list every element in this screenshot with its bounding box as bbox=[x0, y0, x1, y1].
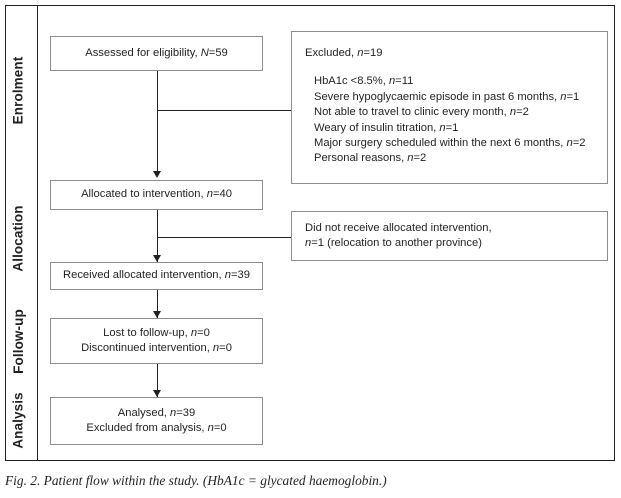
stage-label-followup: Follow-up bbox=[0, 302, 36, 380]
stage-label-divider bbox=[37, 6, 39, 460]
box-analysis-line-1: Analysed, n=39 bbox=[117, 406, 196, 419]
box-excluded-heading: Excluded, n=19 bbox=[292, 46, 382, 61]
box-assessed-for-eligibility: Assessed for eligibility, N=59 bbox=[50, 36, 263, 71]
connector-assessed-to-excluded bbox=[156, 110, 292, 112]
stage-label-followup-text: Follow-up bbox=[10, 308, 26, 374]
stage-label-analysis: Analysis bbox=[0, 380, 36, 460]
box-excluded-reason: Major surgery scheduled within the next … bbox=[314, 137, 586, 150]
connector-allocated-to-received bbox=[156, 210, 158, 262]
box-excluded-heading-prefix: Excluded, bbox=[305, 47, 358, 59]
box-assessed-line-1: Assessed for eligibility, N=59 bbox=[85, 46, 228, 61]
box-followup-line-2: Discontinued intervention, n=0 bbox=[81, 342, 232, 354]
box-excluded-reason: Weary of insulin titration, n=1 bbox=[314, 121, 459, 134]
arrowhead-analysis bbox=[152, 390, 161, 397]
box-excluded-heading-suffix: =19 bbox=[363, 47, 383, 59]
box-received-line-1: Received allocated intervention, n=39 bbox=[63, 269, 250, 282]
arrowhead-followup bbox=[152, 311, 161, 318]
arrowhead-allocated bbox=[152, 171, 161, 178]
box-excluded-heading-stat: n bbox=[357, 47, 364, 59]
box-assessed-suffix: =59 bbox=[208, 46, 228, 59]
stage-label-enrolment: Enrolment bbox=[0, 6, 36, 174]
stage-label-allocation: Allocation bbox=[0, 174, 36, 302]
box-analysis: Analysed, n=39 Excluded from analysis, n… bbox=[50, 397, 263, 445]
box-did-not-receive-intervention: Did not receive allocated intervention, … bbox=[291, 211, 608, 261]
box-allocated-to-intervention: Allocated to intervention, n=40 bbox=[50, 180, 263, 210]
box-assessed-stat: N bbox=[200, 46, 209, 59]
box-excluded-reason: HbA1c <8.5%, n=11 bbox=[314, 75, 414, 88]
box-analysis-line-2: Excluded from analysis, n=0 bbox=[86, 422, 227, 434]
box-received-allocated-intervention: Received allocated intervention, n=39 bbox=[50, 262, 263, 290]
box-did-not-receive-line-1: Did not receive allocated intervention, bbox=[305, 221, 492, 234]
box-assessed-prefix: Assessed for eligibility, bbox=[85, 46, 201, 59]
box-excluded-reason: Personal reasons, n=2 bbox=[314, 152, 427, 165]
arrowhead-received bbox=[152, 255, 161, 262]
box-did-not-receive-line-2: n=1 (relocation to another province) bbox=[305, 237, 482, 249]
box-excluded: Excluded, n=19 HbA1c <8.5%, n=11 Severe … bbox=[291, 31, 608, 184]
figure-caption: Fig. 2. Patient flow within the study. (… bbox=[5, 473, 387, 488]
box-excluded-reason: Not able to travel to clinic every month… bbox=[314, 106, 529, 119]
box-excluded-reason: Severe hypoglycaemic episode in past 6 m… bbox=[314, 90, 580, 103]
connector-assessed-to-allocated bbox=[156, 71, 158, 174]
box-excluded-reason-list: HbA1c <8.5%, n=11 Severe hypoglycaemic e… bbox=[292, 74, 585, 166]
connector-followup-to-analysis bbox=[156, 364, 158, 398]
box-followup-line-1: Lost to follow-up, n=0 bbox=[103, 326, 210, 339]
connector-received-to-followup bbox=[156, 290, 158, 319]
connector-allocated-to-did-not-receive bbox=[156, 237, 292, 239]
box-allocated-line-1: Allocated to intervention, n=40 bbox=[81, 188, 232, 201]
stage-label-analysis-text: Analysis bbox=[10, 391, 26, 449]
box-followup: Lost to follow-up, n=0 Discontinued inte… bbox=[50, 318, 263, 364]
stage-label-allocation-text: Allocation bbox=[10, 204, 26, 272]
box-did-not-receive-body: Did not receive allocated intervention, … bbox=[292, 221, 492, 252]
stage-label-enrolment-text: Enrolment bbox=[10, 56, 26, 124]
